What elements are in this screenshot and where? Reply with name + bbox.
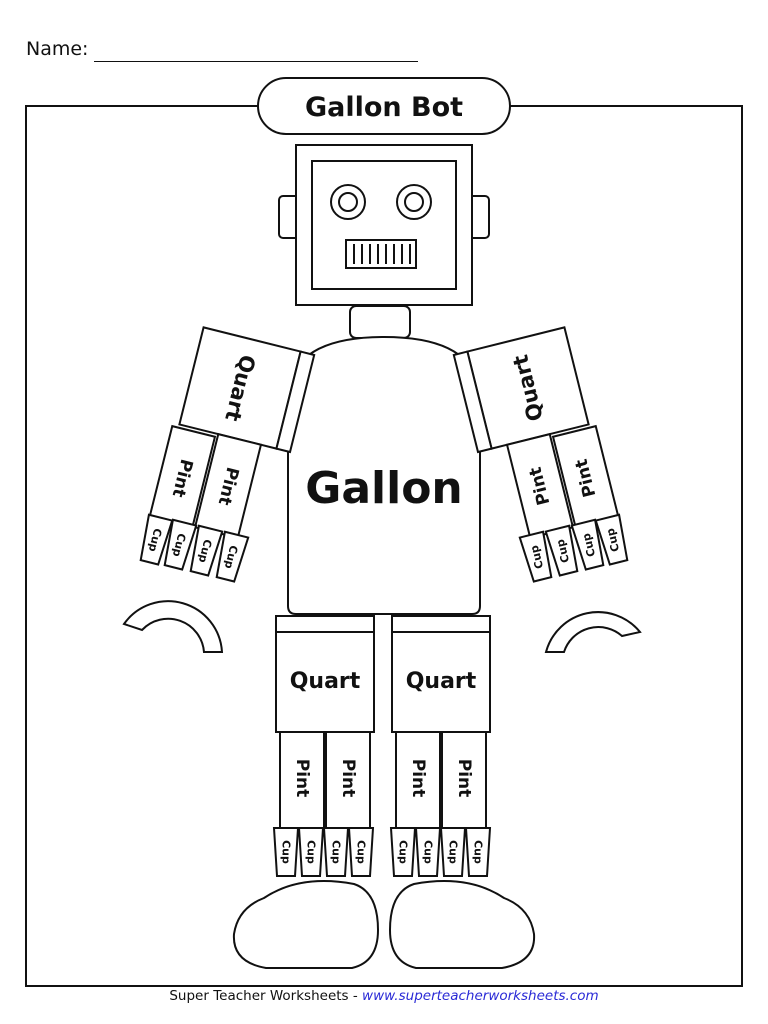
quart-label: Quart <box>290 669 361 694</box>
title-banner: Gallon Bot <box>257 77 511 135</box>
name-write-line[interactable] <box>94 61 418 62</box>
right-leg-pint-1 <box>395 731 441 829</box>
cup-block: Cup <box>139 513 174 566</box>
right-arm: Quart Pint Pint Cup Cup Cup Cup <box>452 326 642 653</box>
footer-credit: Super Teacher Worksheets - www.superteac… <box>0 988 768 1004</box>
cup-block: Cup <box>594 513 629 566</box>
cup-block: Cup <box>347 827 375 877</box>
cup-block: Cup <box>189 524 224 577</box>
worksheet-title: Gallon Bot <box>305 92 463 123</box>
left-leg-pint-1 <box>279 731 325 829</box>
cup-block: Cup <box>389 827 417 877</box>
name-label: Name: <box>26 38 89 60</box>
cup-label: Cup <box>604 527 622 553</box>
cup-block: Cup <box>518 530 553 583</box>
left-arm-pint-2: Pint <box>193 432 263 540</box>
left-foot <box>232 880 380 969</box>
cup-block: Cup <box>215 530 250 583</box>
cup-label: Cup <box>355 840 368 864</box>
right-arm-pint-2: Pint <box>551 424 621 532</box>
left-claw-icon <box>122 600 224 653</box>
cup-label: Cup <box>280 840 293 864</box>
right-leg-pint-2 <box>441 731 487 829</box>
pint-label: Pint <box>454 759 474 798</box>
cup-block: Cup <box>414 827 442 877</box>
right-arm-pint-1: Pint <box>505 432 575 540</box>
left-leg-quart <box>275 631 375 733</box>
left-arm: Quart Pint Pint Cup Cup Cup Cup <box>122 326 316 653</box>
cup-label: Cup <box>554 538 572 564</box>
cup-label: Cup <box>580 532 598 558</box>
leg-band <box>391 615 491 633</box>
cup-label: Cup <box>528 544 546 570</box>
footer-separator: - <box>348 988 363 1004</box>
right-arm-quart: Quart <box>452 326 590 454</box>
cup-label: Cup <box>196 538 214 564</box>
cup-block: Cup <box>272 827 300 877</box>
right-claw-icon <box>544 611 642 653</box>
cup-label: Cup <box>222 544 240 570</box>
gallon-body: Gallon <box>287 335 481 615</box>
right-leg-quart <box>391 631 491 733</box>
mouth-grill-icon <box>345 239 417 269</box>
footer-url-link[interactable]: www.superteacherworksheets.com <box>362 988 599 1004</box>
cup-block: Cup <box>544 524 579 577</box>
robot-head <box>278 144 490 306</box>
left-leg: Quart Pint Pint Cup Cup Cup Cup <box>232 615 380 969</box>
left-leg-pint-2 <box>325 731 371 829</box>
cup-label: Cup <box>472 840 485 864</box>
cup-label: Cup <box>397 840 410 864</box>
cup-block: Cup <box>464 827 492 877</box>
footer-brand: Super Teacher Worksheets <box>169 988 349 1004</box>
pint-label: Pint <box>338 759 358 798</box>
right-leg: Quart Pint Pint Cup Cup Cup Cup <box>388 615 536 969</box>
quart-label: Quart <box>406 669 477 694</box>
cup-label: Cup <box>447 840 460 864</box>
leg-band <box>275 615 375 633</box>
pint-label: Pint <box>292 759 312 798</box>
pint-label: Pint <box>408 759 428 798</box>
cup-label: Cup <box>146 527 164 553</box>
gallon-label: Gallon <box>305 463 463 514</box>
cup-block: Cup <box>297 827 325 877</box>
robot-neck <box>349 305 411 339</box>
cup-block: Cup <box>570 518 605 571</box>
cup-label: Cup <box>422 840 435 864</box>
cup-label: Cup <box>305 840 318 864</box>
left-arm-quart: Quart <box>178 326 316 454</box>
cup-block: Cup <box>322 827 350 877</box>
cup-block: Cup <box>439 827 467 877</box>
right-foot <box>388 880 536 969</box>
cup-label: Cup <box>330 840 343 864</box>
cup-label: Cup <box>170 532 188 558</box>
cup-block: Cup <box>163 518 198 571</box>
